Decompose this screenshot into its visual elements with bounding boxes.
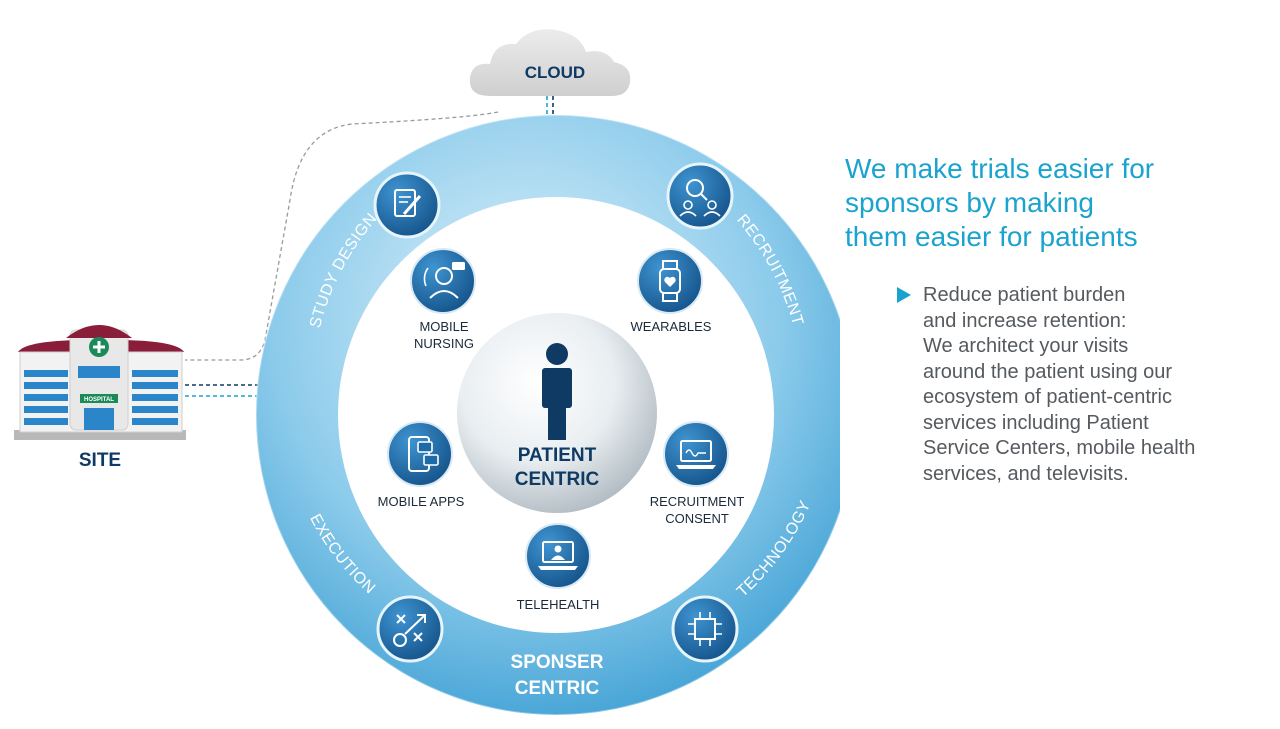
headline: We make trials easier for sponsors by ma… xyxy=(845,152,1265,254)
hospital-sign: HOSPITAL xyxy=(84,397,114,403)
ecosystem-diagram: STUDY DESIGN RECRUITMENT EXECUTION TECHN… xyxy=(14,29,840,716)
bullet-line-1: Reduce patient burden xyxy=(923,284,1126,306)
ring-inner-highlight xyxy=(255,114,840,716)
telehealth-laptop-icon xyxy=(525,523,591,589)
service-label-recruitment-consent-1: RECRUITMENT xyxy=(650,494,745,509)
people-search-icon xyxy=(666,162,734,230)
circuit-chip-icon xyxy=(671,595,739,663)
service-label-wearables: WEARABLES xyxy=(631,319,712,334)
bullet-arrow-icon xyxy=(897,287,911,303)
service-label-telehealth: TELEHEALTH xyxy=(517,597,600,612)
cloud-shape xyxy=(469,29,631,96)
nurse-phone-icon xyxy=(410,248,476,314)
cloud-label: CLOUD xyxy=(525,63,585,82)
service-label-mobile-apps: MOBILE APPS xyxy=(378,494,465,509)
sponsor-centric-line-1: SPONSER xyxy=(511,652,604,673)
smartwatch-icon xyxy=(637,248,703,314)
hospital-building-icon: HOSPITAL xyxy=(14,325,186,440)
bullet-line-8: services, and televisits. xyxy=(923,462,1129,485)
laptop-signature-icon xyxy=(663,421,729,487)
bullet-line-4: around the patient using our xyxy=(923,360,1173,383)
bullet-point: Reduce patient burden and increase reten… xyxy=(897,283,1277,487)
patient-centric-line-2: CENTRIC xyxy=(515,469,600,490)
bullet-line-6: services including Patient xyxy=(923,411,1149,434)
strategy-play-icon xyxy=(376,595,444,663)
sponsor-centric-line-2: CENTRIC xyxy=(515,678,600,699)
headline-line-1: We make trials easier for xyxy=(845,153,1155,184)
headline-line-3: them easier for patients xyxy=(845,221,1138,252)
headline-line-2: sponsors by making xyxy=(845,187,1095,218)
service-label-mobile-nursing-1: MOBILE xyxy=(419,319,468,334)
bullet-line-7: Service Centers, mobile health xyxy=(923,437,1196,459)
cloud-to-site-dashed-line xyxy=(185,111,499,361)
mobile-apps-icon xyxy=(387,421,453,487)
bullet-line-5: ecosystem of patient-centric xyxy=(923,386,1172,408)
document-edit-icon xyxy=(373,171,441,239)
patient-figure-icon xyxy=(542,343,572,440)
service-label-recruitment-consent-2: CONSENT xyxy=(665,511,729,526)
patient-centric-line-1: PATIENT xyxy=(518,445,597,466)
bullet-line-2: and increase retention: xyxy=(923,309,1127,332)
bullet-line-3: We architect your visits xyxy=(923,335,1129,357)
site-label: SITE xyxy=(79,450,121,471)
service-label-mobile-nursing-2: NURSING xyxy=(414,336,474,351)
